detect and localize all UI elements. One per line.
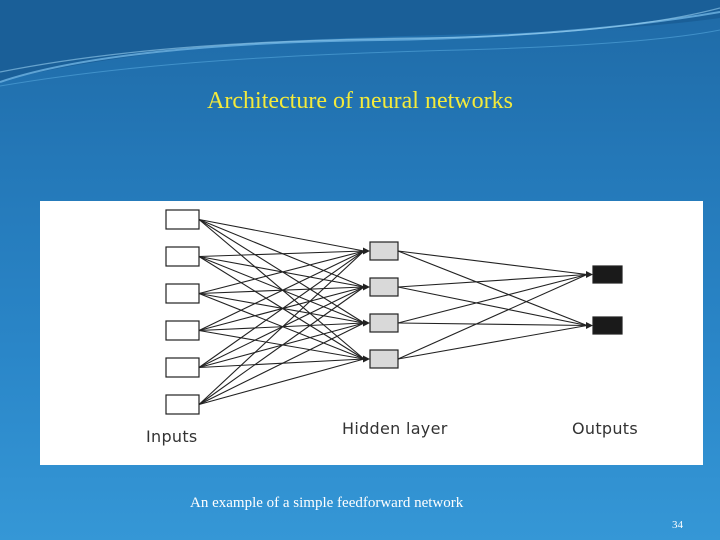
- hidden-node: [369, 313, 399, 333]
- connection-input-hidden: [198, 358, 365, 406]
- output-node: [592, 316, 623, 335]
- arrowhead-output: [586, 271, 593, 278]
- connection-hidden-output: [397, 250, 588, 276]
- connection-input-hidden: [198, 250, 365, 258]
- hidden-layer-label: Hidden layer: [342, 419, 448, 438]
- input-node: [165, 246, 200, 267]
- connection-input-hidden: [198, 218, 365, 252]
- page-number: 34: [672, 519, 683, 531]
- connection-hidden-output: [397, 322, 588, 327]
- output-node: [592, 265, 623, 284]
- arrowhead-output: [586, 322, 593, 329]
- arrowhead-hidden: [363, 355, 370, 363]
- connection-hidden-output: [397, 273, 588, 288]
- header-wave-decoration: [0, 0, 720, 87]
- connection-hidden-output: [397, 250, 588, 327]
- hidden-node: [369, 277, 399, 297]
- network-svg: [165, 209, 623, 415]
- inputs-label: Inputs: [146, 427, 198, 446]
- connection-input-hidden: [198, 250, 365, 368]
- input-node: [165, 283, 200, 304]
- input-node: [165, 320, 200, 341]
- input-node: [165, 357, 200, 378]
- connection-hidden-output: [397, 273, 588, 360]
- connection-hidden-output: [397, 286, 588, 327]
- connection-input-hidden: [198, 250, 365, 295]
- connection-input-hidden: [198, 286, 365, 405]
- connection-input-hidden: [198, 250, 365, 331]
- arrowhead-hidden: [363, 283, 370, 291]
- outputs-label: Outputs: [572, 419, 639, 438]
- connection-hidden-output: [397, 324, 588, 360]
- connection-input-hidden: [198, 250, 365, 405]
- hidden-node: [369, 349, 399, 369]
- input-node: [165, 394, 200, 415]
- arrowhead-hidden: [363, 319, 370, 327]
- figure-caption: An example of a simple feedforward netwo…: [190, 495, 464, 511]
- input-node: [165, 209, 200, 230]
- network-diagram: Inputs Hidden layer Outputs: [40, 201, 703, 465]
- connection-hidden-output: [397, 273, 588, 324]
- arrowhead-hidden: [363, 247, 370, 255]
- connection-input-hidden: [198, 322, 365, 405]
- slide-title: Architecture of neural networks: [207, 88, 513, 114]
- hidden-node: [369, 241, 399, 261]
